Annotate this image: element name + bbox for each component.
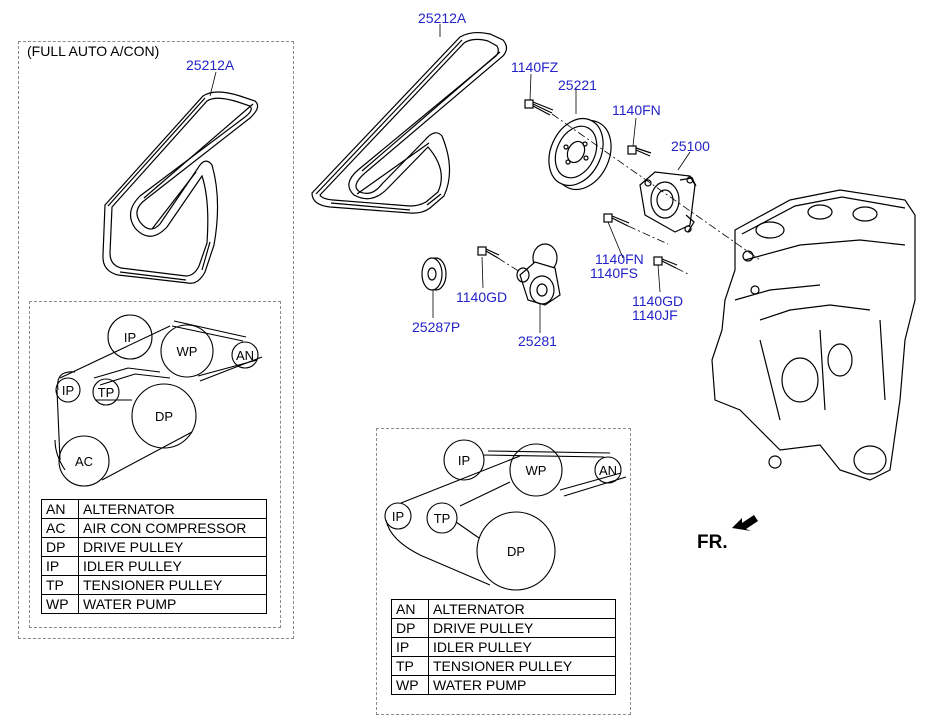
tensioner-25281: [516, 243, 561, 306]
belt-25212a-main: [311, 31, 508, 214]
part-number-25212a-left[interactable]: 25212A: [186, 57, 235, 73]
pulley-label-tp: TP: [98, 385, 115, 400]
center-belt-routing-diagram: IP WP AN IP TP DP: [384, 439, 627, 591]
bolt-1140gd-tensioner: [477, 246, 500, 259]
left-belt-routing-diagram: IP WP AN IP TP DP AC: [54, 314, 263, 487]
left-panel-title: (FULL AUTO A/CON): [27, 43, 160, 59]
left-panel-outer: [18, 41, 294, 639]
pulley-label-ip: IP: [458, 453, 470, 468]
pulley-label-wp: WP: [177, 344, 198, 359]
part-number-1140fz[interactable]: 1140FZ: [511, 59, 559, 75]
part-number-1140jf[interactable]: 1140JF: [632, 307, 678, 323]
part-number-1140gd-stud[interactable]: 1140GD: [632, 293, 684, 309]
bolt-1140gd-stud: [653, 256, 678, 269]
left-panel-inner: [29, 301, 281, 628]
part-number-25221[interactable]: 25221: [558, 77, 597, 93]
pulley-label-wp: WP: [526, 463, 547, 478]
front-marker: FR.: [697, 532, 728, 553]
belt-25212a-left: [102, 91, 259, 284]
part-number-1140fn-low[interactable]: 1140FN: [595, 251, 644, 267]
part-number-1140fs[interactable]: 1140FS: [590, 265, 638, 281]
part-number-25281[interactable]: 25281: [518, 333, 557, 349]
part-number-1140gd-tensioner[interactable]: 1140GD: [456, 289, 508, 305]
axis-lines: [497, 113, 761, 276]
water-pump-pulley-25221: [548, 117, 612, 191]
bolt-1140fn-top: [627, 145, 652, 157]
pulley-label-dp: DP: [507, 544, 525, 559]
part-number-25212a[interactable]: 25212A: [418, 10, 467, 26]
front-arrow-icon: [732, 515, 758, 531]
part-number-25100[interactable]: 25100: [671, 138, 710, 154]
pulley-label-ip: IP: [62, 383, 74, 398]
pulley-label-ac: AC: [75, 454, 93, 469]
water-pump-25100: [639, 171, 697, 233]
engine-block: [711, 189, 916, 481]
pulley-label-ip: IP: [392, 509, 404, 524]
idler-pulley-25287p: [421, 257, 447, 291]
leader-lines: [209, 24, 691, 333]
pulley-label-dp: DP: [155, 409, 173, 424]
bolt-1140fz: [524, 99, 554, 116]
bolt-1140fn-low: [603, 213, 630, 227]
part-number-25287p[interactable]: 25287P: [412, 319, 461, 335]
pulley-label-tp: TP: [434, 511, 451, 526]
pulley-label-an: AN: [236, 348, 254, 363]
pulley-label-an: AN: [599, 463, 617, 478]
center-panel: [376, 428, 631, 715]
part-number-1140fn-top[interactable]: 1140FN: [612, 102, 661, 118]
pulley-label-ip: IP: [124, 330, 136, 345]
